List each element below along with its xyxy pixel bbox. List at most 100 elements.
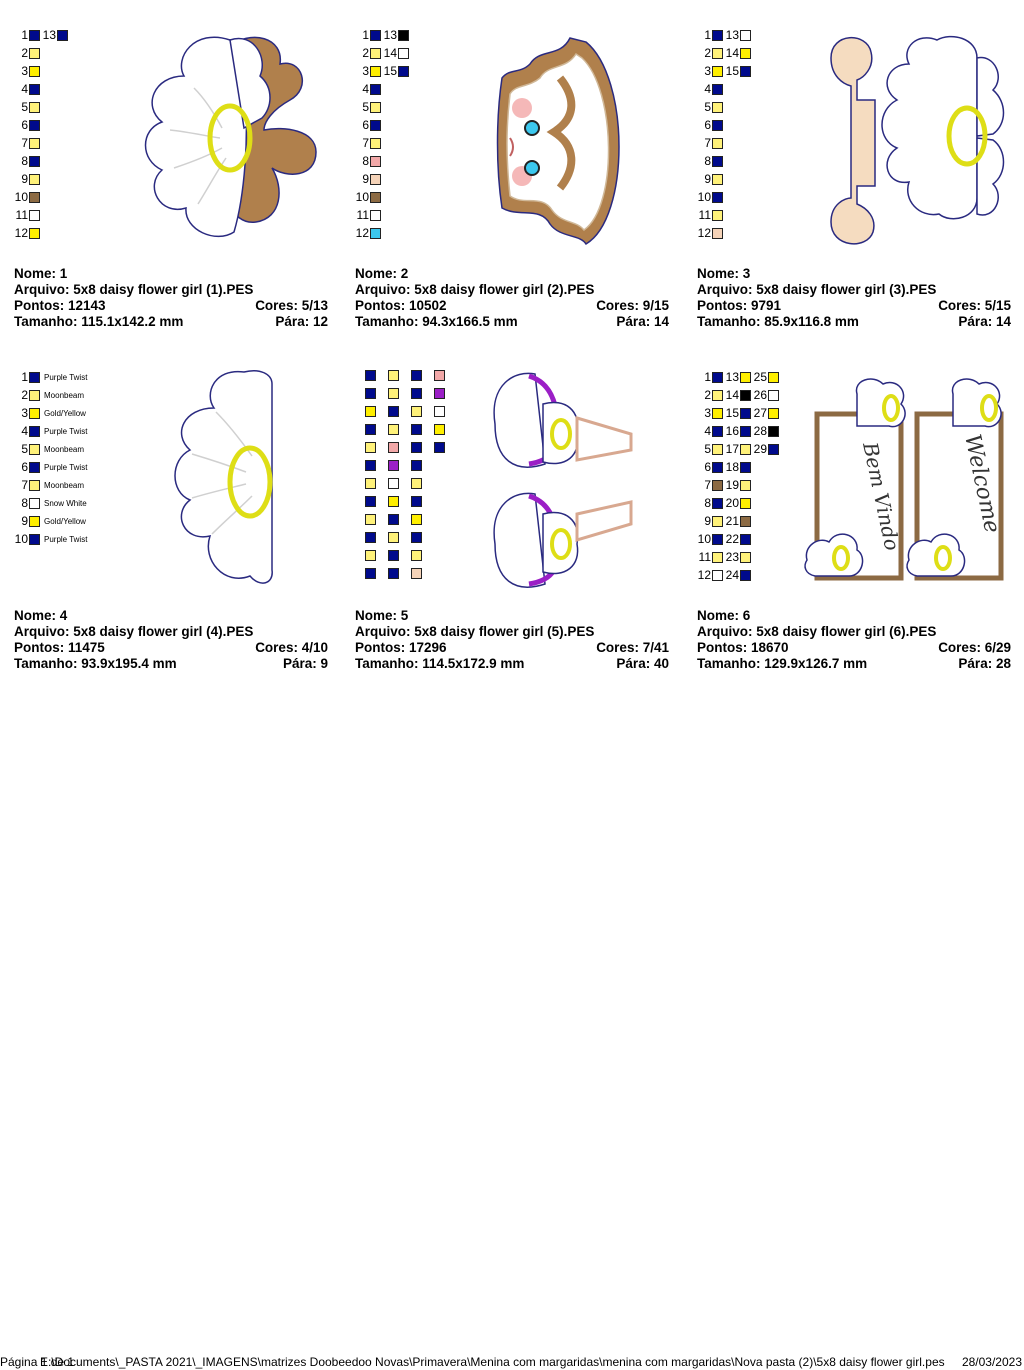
color-swatch: 12 [697,566,723,584]
swatch-color [388,478,399,489]
color-swatch: 5 [14,98,40,116]
swatch-color [29,443,40,455]
swatch-color [740,569,751,581]
thread-name: Purple Twist [44,426,88,436]
swatch-color [712,29,723,41]
swatch-color [29,191,40,203]
swatch-number: 13 [42,28,56,42]
swatch-color [411,406,422,417]
nome-line: Nome: 4 [14,608,68,623]
color-swatch: 2 [355,44,381,62]
color-swatch: 29 [753,440,779,458]
swatch-color [411,478,422,489]
print-date: 28/03/2023 [961,1355,1022,1369]
color-swatch: 3 [697,404,723,422]
swatch-color [712,173,723,185]
swatch-number: 1 [704,28,711,42]
swatch-color [398,29,409,41]
eye [524,120,540,136]
swatch-number: 24 [725,568,739,582]
swatch-color [370,47,381,59]
color-swatch: 16 [725,422,751,440]
swatch-number: 17 [725,442,739,456]
swatch-number: 3 [21,406,28,420]
color-swatch: 7 [697,476,723,494]
swatch-color [388,442,399,453]
cores-line: Cores: 5/15 [938,298,1011,313]
swatch-color [434,424,445,435]
design-info-3: Nome: 3 Arquivo: 5x8 daisy flower girl (… [697,266,1011,330]
design-info-1: Nome: 1 Arquivo: 5x8 daisy flower girl (… [14,266,328,330]
design-preview-4 [174,370,273,584]
swatch-color [768,443,779,455]
swatch-number: 15 [725,406,739,420]
color-swatch: 15 [725,404,751,422]
swatch-number: 10 [697,532,711,546]
color-swatch: 3 [355,62,381,80]
swatch-color [712,515,723,527]
swatch-color [740,29,751,41]
swatch-color [29,407,40,419]
color-swatch: 9 [697,512,723,530]
swatch-number: 8 [362,154,369,168]
swatch-color [398,47,409,59]
swatch-color [712,425,723,437]
swatch-number: 12 [14,226,28,240]
swatch-number: 2 [704,388,711,402]
thread-name: Purple Twist [44,462,88,472]
cores-line: Cores: 6/29 [938,640,1011,655]
design-preview-5 [493,372,633,588]
color-swatch: 12 [697,224,723,242]
swatch-number: 3 [21,64,28,78]
swatch-number: 16 [725,424,739,438]
smile [509,137,514,157]
color-swatch: 19 [725,476,751,494]
thread-name: Gold/Yellow [44,408,86,418]
swatch-number: 5 [704,442,711,456]
color-swatch: 5 [697,440,723,458]
swatch-color [365,442,376,453]
color-swatch: 9 [355,170,381,188]
swatch-number: 11 [698,550,711,564]
color-swatch: 2 [697,44,723,62]
color-swatch: 4 Purple Twist [14,422,87,440]
color-swatch: 7 [355,134,381,152]
swatch-number: 5 [21,442,28,456]
design-info-6: Nome: 6 Arquivo: 5x8 daisy flower girl (… [697,608,1011,672]
swatch-number: 8 [21,154,28,168]
swatch-number: 26 [753,388,767,402]
color-swatch: 6 [14,116,40,134]
swatch-number: 23 [725,550,739,564]
tamanho-line: Tamanho: 114.5x172.9 mm [355,656,525,671]
arms [830,37,876,245]
swatch-color [434,388,445,399]
flower-center [946,105,988,167]
color-swatch: 10 [697,188,723,206]
eye [524,160,540,176]
swatch-color [29,173,40,185]
color-swatch: 20 [725,494,751,512]
swatch-number: 8 [704,496,711,510]
swatch-number: 13 [383,28,397,42]
swatch-color [388,424,399,435]
arquivo-line: Arquivo: 5x8 daisy flower girl (5).PES [355,624,595,639]
swatch-number: 9 [704,514,711,528]
swatch-number: 6 [704,118,711,132]
color-swatch: 2 [14,44,40,62]
swatch-number: 4 [704,82,711,96]
arquivo-line: Arquivo: 5x8 daisy flower girl (3).PES [697,282,937,297]
swatch-number: 14 [725,46,739,60]
color-swatch: 28 [753,422,779,440]
swatch-color [29,137,40,149]
swatch-number: 4 [362,82,369,96]
color-swatch: 11 [697,548,723,566]
nome-line: Nome: 2 [355,266,409,281]
flower-center [227,445,273,519]
swatch-color [411,424,422,435]
swatch-number: 4 [21,424,28,438]
swatch-color [411,568,422,579]
